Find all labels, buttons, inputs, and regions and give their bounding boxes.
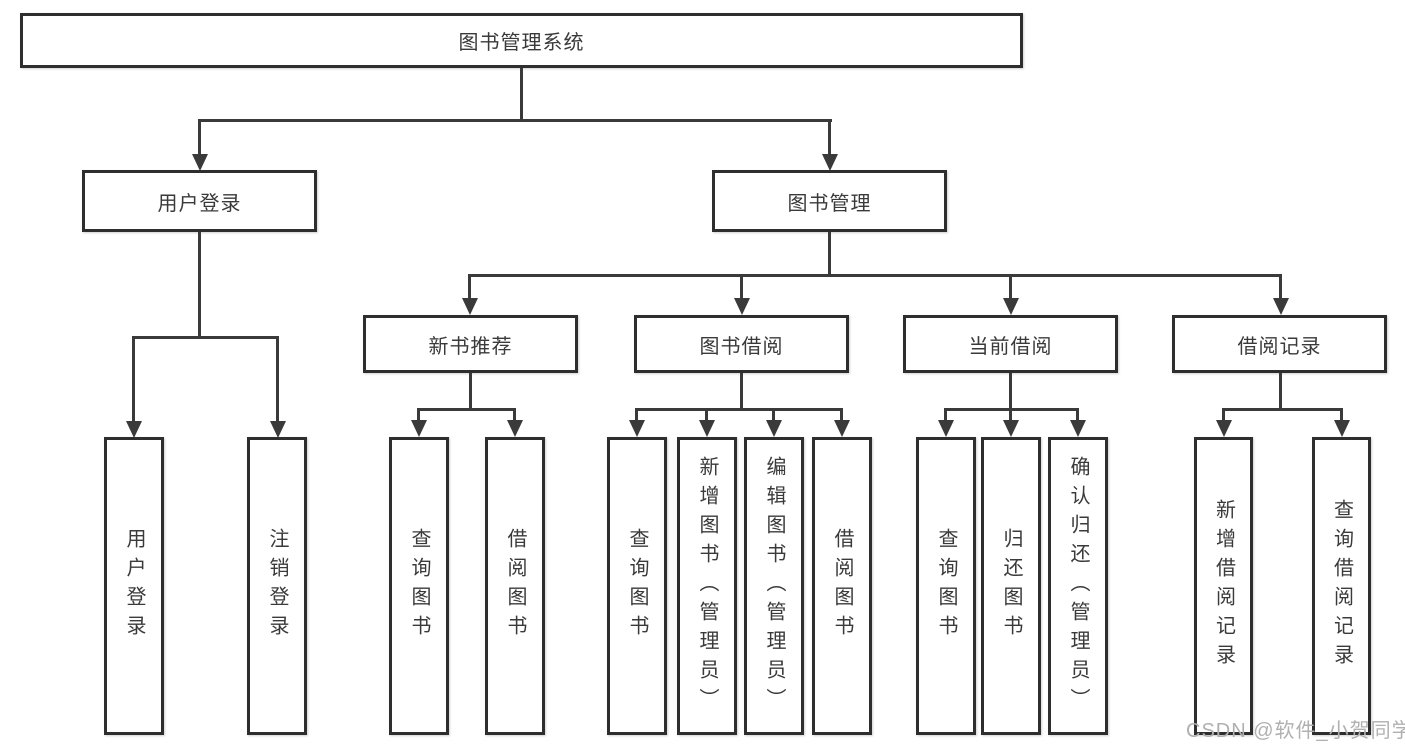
arrow-down-icon [1340,408,1343,420]
connector-group3-drop [1009,373,1012,408]
node-current-confirm-return-admin-label: 确认归还（管理员） [1067,455,1089,717]
arrow-down-icon [1279,274,1282,298]
connector-level1-rail [198,119,832,122]
node-records-query-record: 查询借阅记录 [1312,437,1371,735]
node-borrowing-borrow-books: 借阅图书 [812,437,872,735]
connector-group2-drop [740,373,743,408]
node-new-book-recommend: 新书推荐 [363,315,578,373]
node-borrowing-add-books-admin-label: 新增图书（管理员） [696,455,718,717]
node-records-add-record: 新增借阅记录 [1194,437,1253,735]
node-borrowing-query-books: 查询图书 [607,437,667,735]
arrow-down-icon [828,119,831,154]
connector-level2-rail [468,274,1282,277]
arrow-down-icon [705,408,708,420]
connector-userlogin-rail [132,336,279,339]
node-current-borrowing: 当前借阅 [903,315,1118,373]
node-logout-leaf: 注销登录 [247,437,307,735]
node-current-return-books-label: 归还图书 [1000,528,1022,644]
node-book-borrowing: 图书借阅 [634,315,849,373]
node-user-login-leaf-label: 用户登录 [123,528,145,644]
node-logout-leaf-label: 注销登录 [266,528,288,644]
node-current-return-books: 归还图书 [981,437,1041,735]
arrow-down-icon [417,408,420,420]
node-library-system-label: 图书管理系统 [458,32,585,54]
arrow-down-icon [944,408,947,420]
arrow-down-icon [1009,274,1012,298]
node-recommend-query-books: 查询图书 [389,437,449,735]
node-recommend-query-books-label: 查询图书 [408,528,430,644]
node-new-book-recommend-label: 新书推荐 [428,335,513,358]
arrow-down-icon [468,274,471,298]
node-records-query-record-label: 查询借阅记录 [1330,499,1353,673]
node-borrowing-records-label: 借阅记录 [1237,335,1322,358]
connector-group4-rail [1222,408,1342,411]
node-borrowing-edit-books-admin: 编辑图书（管理员） [744,437,804,735]
node-records-add-record-label: 新增借阅记录 [1212,499,1235,673]
connector-bookmgmt-drop [828,232,831,274]
node-borrowing-edit-books-admin-label: 编辑图书（管理员） [763,455,785,717]
arrow-down-icon [840,408,843,420]
node-user-login-branch: 用户登录 [82,170,317,232]
arrow-down-icon [635,408,638,420]
arrow-down-icon [132,336,135,421]
node-library-system: 图书管理系统 [20,13,1023,68]
node-book-borrowing-label: 图书借阅 [699,335,784,358]
node-recommend-borrow-books-label: 借阅图书 [504,528,526,644]
node-user-login-branch-label: 用户登录 [157,192,242,215]
node-borrowing-borrow-books-label: 借阅图书 [831,528,853,644]
arrow-down-icon [1009,408,1012,420]
node-borrowing-query-books-label: 查询图书 [626,528,648,644]
node-book-management-label: 图书管理 [787,192,872,215]
node-current-query-books: 查询图书 [916,437,976,735]
connector-group1-rail [417,408,516,411]
watermark: CSDN @软件_小贺同学 [1186,720,1405,742]
arrow-down-icon [198,119,201,154]
arrow-down-icon [740,274,743,298]
arrow-down-icon [1076,408,1079,420]
node-current-query-books-label: 查询图书 [935,528,957,644]
node-user-login-leaf: 用户登录 [104,437,164,735]
node-recommend-borrow-books: 借阅图书 [485,437,545,735]
node-current-borrowing-label: 当前借阅 [968,335,1053,358]
node-borrowing-records: 借阅记录 [1172,315,1387,373]
connector-group2-rail [635,408,842,411]
node-book-management: 图书管理 [712,170,947,232]
node-borrowing-add-books-admin: 新增图书（管理员） [677,437,737,735]
arrow-down-icon [513,408,516,420]
connector-root-drop [520,68,523,119]
node-current-confirm-return-admin: 确认归还（管理员） [1048,437,1108,735]
connector-group1-drop [469,373,472,408]
connector-group4-drop [1279,373,1282,408]
arrow-down-icon [276,336,279,421]
connector-userlogin-drop [198,232,201,336]
arrow-down-icon [1222,408,1225,420]
arrow-down-icon [772,408,775,420]
